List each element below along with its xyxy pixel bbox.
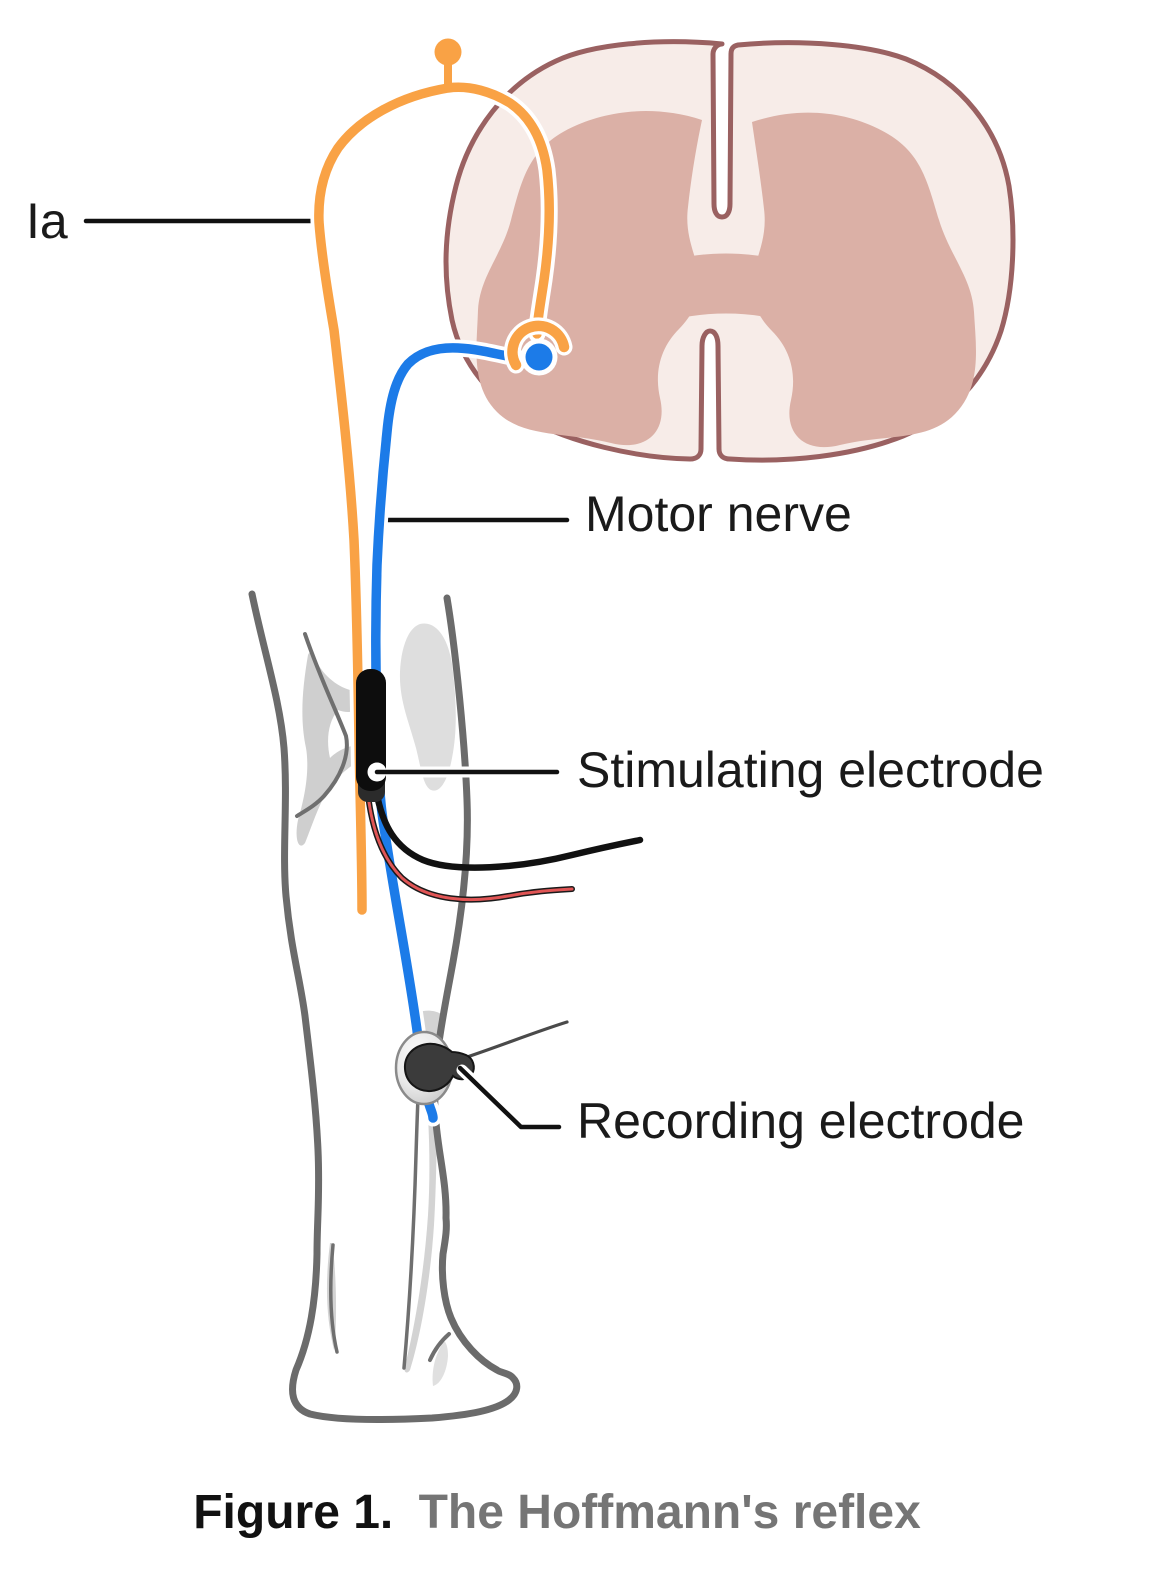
recording-electrode-label: Recording electrode — [577, 1093, 1025, 1149]
leg-outline — [248, 590, 521, 1423]
spinal-cord-gray-matter-bridge — [658, 253, 794, 324]
stimulating-electrode — [356, 669, 564, 802]
leg-illustration — [248, 590, 521, 1423]
figure-caption-title: The Hoffmann's reflex — [419, 1486, 921, 1539]
stimulating-electrode-label: Stimulating electrode — [577, 742, 1044, 798]
recording-leader-line — [457, 1065, 562, 1130]
heel-accent-fill — [432, 1341, 448, 1386]
recording-electrode — [394, 1017, 572, 1133]
figure-caption-number: Figure 1. — [193, 1486, 393, 1539]
electrode-wire-red — [366, 793, 574, 901]
electrode-wire-black — [373, 791, 644, 871]
achilles-sliver-line — [328, 1243, 339, 1354]
knee-bone-left — [296, 652, 366, 846]
ia-label: Ia — [26, 193, 68, 249]
spinal-cord-gray-matter-right — [751, 112, 976, 448]
recording-wire — [462, 1020, 569, 1060]
figure-caption: Figure 1. The Hoffmann's reflex — [193, 1486, 921, 1539]
knee-bone-contour-line — [295, 632, 349, 818]
knee-bone-right — [399, 623, 456, 791]
spinal-cord-cross-section — [443, 39, 1016, 463]
stimulating-electrode-body — [356, 669, 386, 791]
synapse-cup — [507, 320, 570, 371]
sensory-cell-body — [434, 38, 462, 66]
motoneuron-soma — [525, 343, 553, 371]
motor-nerve-label: Motor nerve — [585, 486, 852, 542]
heel-accent-line — [428, 1332, 451, 1362]
recording-electrode-tip — [403, 1042, 475, 1093]
ia-afferent-path — [314, 82, 554, 915]
